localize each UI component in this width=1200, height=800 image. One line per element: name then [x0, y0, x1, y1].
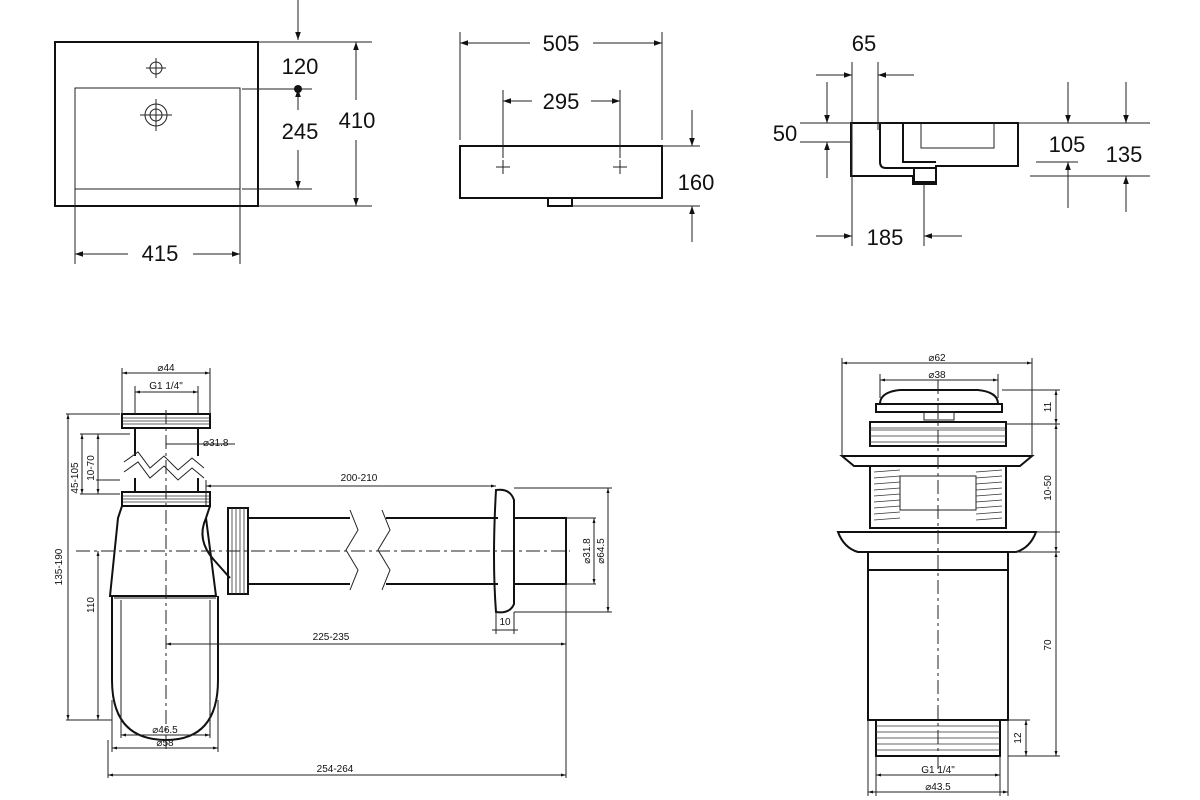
dim-135-190: 135-190: [54, 548, 65, 585]
dim-thread-top: G1 1/4": [149, 381, 183, 392]
siphon-drawing: [76, 410, 570, 750]
dim-cap-11: 11: [1043, 401, 1054, 412]
dim-adjust-10-50: 10-50: [1043, 475, 1054, 501]
dim-200-210: 200-210: [341, 473, 378, 484]
basin-top-view: 120 245 410 415: [54, 0, 376, 266]
dim-110: 110: [86, 597, 97, 613]
dim-plug-38: ⌀38: [928, 370, 946, 381]
drain-hole-icon: [140, 99, 172, 131]
dim-pipe-diameter: ⌀31.8: [203, 438, 229, 449]
dim-flange-thickness: 10: [499, 617, 511, 628]
dim-thread-12: 12: [1013, 732, 1024, 744]
dim-505: 505: [543, 31, 580, 56]
dim-65: 65: [852, 31, 876, 56]
drain-valve-dimensions: ⌀62 ⌀38 11 10-50 70 12 G1 1/4" ⌀43.5: [841, 353, 1060, 796]
siphon-dimensions: ⌀44 G1 1/4" ⌀31.8 135-190 45-105 10-70 1…: [54, 363, 612, 778]
dim-254-264: 254-264: [317, 764, 354, 775]
dim-flange-inner: ⌀31.8: [582, 538, 593, 564]
tap-hole-icon: [146, 58, 166, 78]
dim-295: 295: [543, 89, 580, 114]
hole-mark-left-icon: [496, 160, 510, 174]
dim-body-70: 70: [1043, 639, 1054, 651]
dim-10-70: 10-70: [86, 455, 97, 481]
dim-415: 415: [142, 241, 179, 266]
dim-120: 120: [282, 54, 319, 79]
drain-valve-drawing: [836, 380, 1038, 770]
hole-mark-right-icon: [613, 160, 627, 174]
dim-top-diameter: ⌀44: [157, 363, 175, 374]
basin-side-view: 65 50 105 135 185: [773, 31, 1150, 250]
dim-185: 185: [867, 225, 904, 250]
dim-bottom-46-5: ⌀46.5: [152, 725, 178, 736]
dim-thread-g114: G1 1/4": [921, 765, 955, 776]
dim-245: 245: [282, 119, 319, 144]
dim-bottom-43-5: ⌀43.5: [925, 782, 951, 793]
dim-225-235: 225-235: [313, 632, 350, 643]
dim-105: 105: [1049, 132, 1086, 157]
dim-135: 135: [1106, 142, 1143, 167]
dim-160: 160: [678, 170, 715, 195]
dim-flange-outer: ⌀64.5: [596, 538, 607, 564]
dim-45-105: 45-105: [70, 462, 81, 494]
dim-410: 410: [339, 108, 376, 133]
dim-cap-62: ⌀62: [928, 353, 946, 364]
dim-50: 50: [773, 121, 797, 146]
basin-front-view: 505 295 160: [459, 31, 715, 242]
dim-bottom-58: ⌀58: [156, 738, 174, 749]
